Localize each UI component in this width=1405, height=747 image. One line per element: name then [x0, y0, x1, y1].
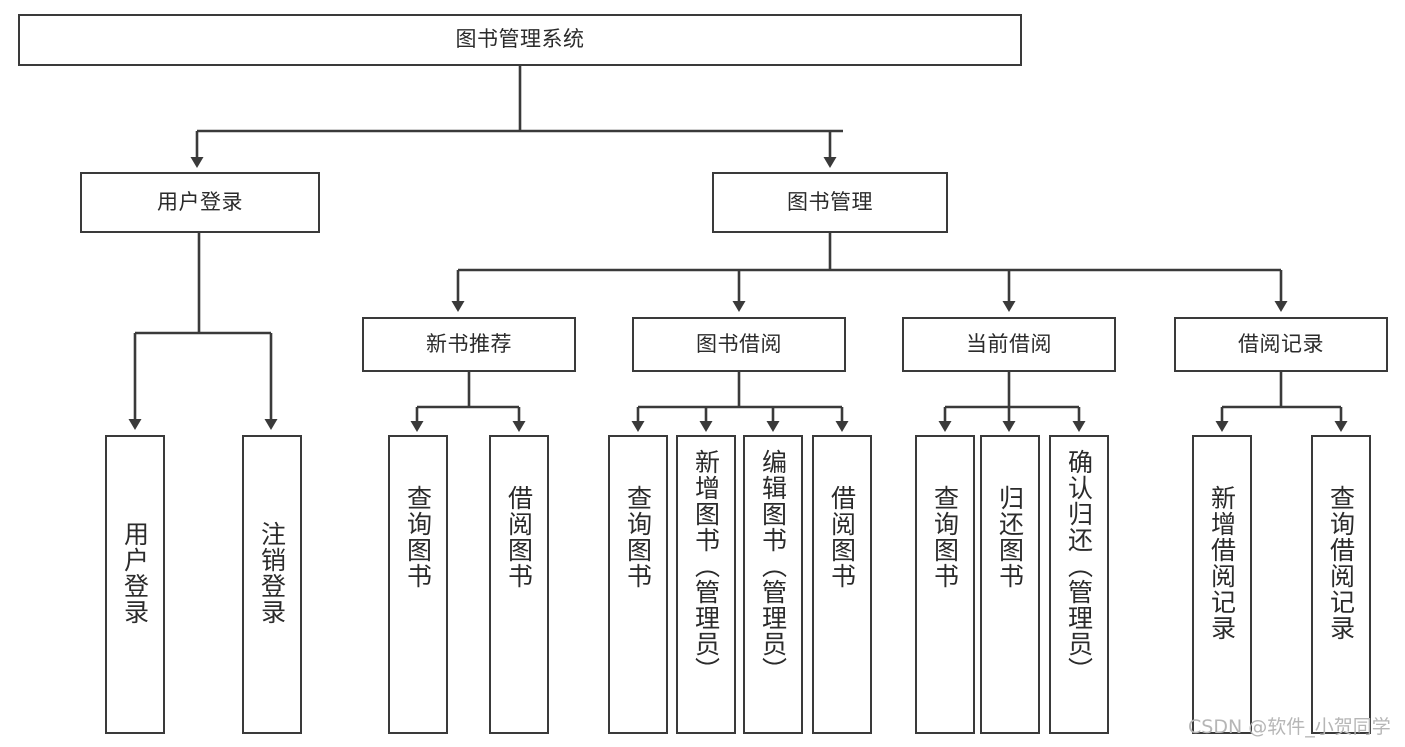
node-label: 用户登录 [157, 189, 243, 214]
node-label: 借阅图书 [504, 485, 534, 589]
leaf-logout[interactable]: 注销登录 [242, 435, 302, 734]
node-current-borrow[interactable]: 当前借阅 [902, 317, 1116, 372]
node-label: 图书管理系统 [455, 27, 585, 52]
node-label: 借阅记录 [1238, 331, 1324, 356]
leaf-return-book[interactable]: 归还图书 [980, 435, 1040, 734]
csdn-watermark: CSDN @软件_小贺同学 [1188, 716, 1391, 738]
leaf-user-login[interactable]: 用户登录 [105, 435, 165, 734]
node-root-system[interactable]: 图书管理系统 [18, 14, 1022, 66]
node-label: 归还图书 [995, 485, 1025, 589]
node-label: 新书推荐 [426, 331, 512, 356]
leaf-query-book-recommend[interactable]: 查询图书 [388, 435, 448, 734]
leaf-borrow-book[interactable]: 借阅图书 [812, 435, 872, 734]
leaf-edit-book-admin[interactable]: 编辑图书（管理员） [743, 435, 803, 734]
leaf-query-book-current[interactable]: 查询图书 [915, 435, 975, 734]
node-label: 查询图书 [623, 485, 653, 589]
node-book-borrow[interactable]: 图书借阅 [632, 317, 846, 372]
node-user-login[interactable]: 用户登录 [80, 172, 320, 233]
node-label: 图书借阅 [696, 331, 782, 356]
node-label: 查询图书 [403, 485, 433, 589]
node-label: 查询借阅记录 [1326, 485, 1356, 641]
node-label: 新增借阅记录 [1207, 485, 1237, 641]
node-label: 用户登录 [120, 521, 150, 625]
node-label: 借阅图书 [827, 485, 857, 589]
node-new-book-recommend[interactable]: 新书推荐 [362, 317, 576, 372]
node-label: 注销登录 [257, 521, 287, 625]
node-label: 确认归还（管理员） [1064, 449, 1094, 683]
node-borrow-record[interactable]: 借阅记录 [1174, 317, 1388, 372]
node-label: 新增图书（管理员） [691, 449, 721, 683]
leaf-query-borrow-record[interactable]: 查询借阅记录 [1311, 435, 1371, 734]
leaf-confirm-return-admin[interactable]: 确认归还（管理员） [1049, 435, 1109, 734]
leaf-add-book-admin[interactable]: 新增图书（管理员） [676, 435, 736, 734]
leaf-query-book-borrow[interactable]: 查询图书 [608, 435, 668, 734]
node-label: 查询图书 [930, 485, 960, 589]
node-label: 编辑图书（管理员） [758, 449, 788, 683]
node-label: 图书管理 [787, 189, 873, 214]
leaf-add-borrow-record[interactable]: 新增借阅记录 [1192, 435, 1252, 734]
leaf-borrow-book-recommend[interactable]: 借阅图书 [489, 435, 549, 734]
node-label: 当前借阅 [966, 331, 1052, 356]
node-book-management[interactable]: 图书管理 [712, 172, 948, 233]
